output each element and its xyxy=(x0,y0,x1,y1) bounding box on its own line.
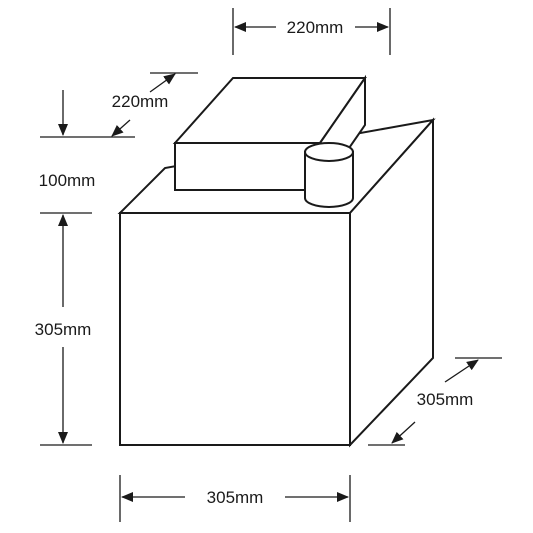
box-width-label: 305mm xyxy=(207,488,264,507)
box-depth-label: 305mm xyxy=(417,390,474,409)
cylinder-spout xyxy=(304,142,354,208)
box-height-dimension: 305mm xyxy=(35,212,92,446)
top-box-front-face xyxy=(174,142,321,191)
cylinder-top xyxy=(304,142,354,162)
top-depth-arrow-upper xyxy=(149,73,176,93)
top-depth-arrow-lower xyxy=(111,119,131,137)
top-width-label: 220mm xyxy=(287,18,344,37)
box-depth-dimension: 305mm xyxy=(368,357,502,446)
box-width-dimension: 305mm xyxy=(119,475,351,522)
box-depth-arrow-lower xyxy=(391,421,416,444)
top-height-dimension: 100mm xyxy=(39,90,96,190)
top-depth-label: 220mm xyxy=(112,92,169,111)
top-width-dimension: 220mm xyxy=(232,8,391,55)
box-height-label: 305mm xyxy=(35,320,92,339)
cylinder-body xyxy=(304,151,354,208)
top-depth-dimension: 220mm xyxy=(40,72,198,138)
large-box-front-face xyxy=(119,212,351,446)
top-height-label: 100mm xyxy=(39,171,96,190)
box-depth-arrow-upper xyxy=(444,359,479,383)
